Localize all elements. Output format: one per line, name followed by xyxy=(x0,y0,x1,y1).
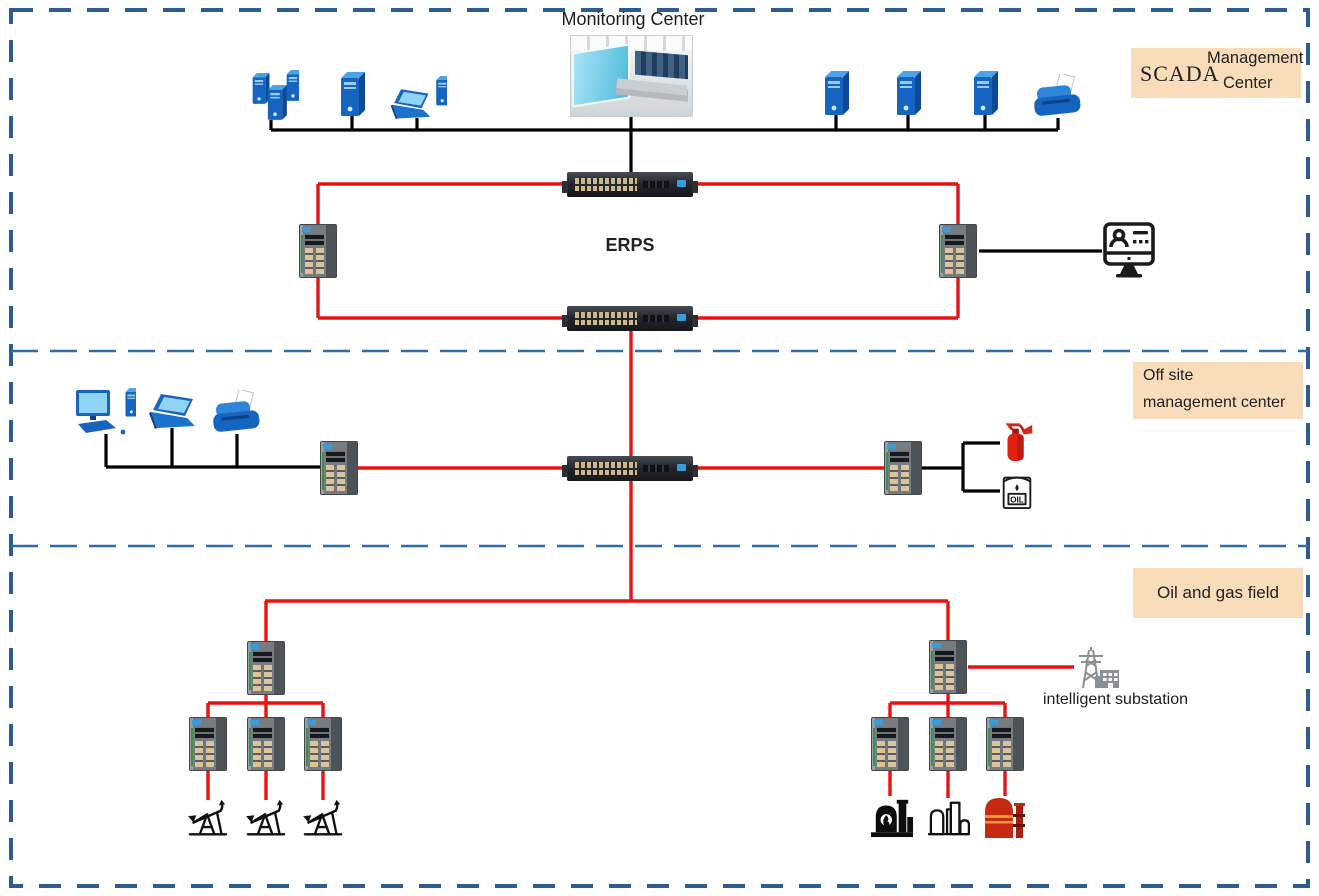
scada-management-center-label: SCADA Management Center xyxy=(1131,48,1304,98)
industrial-switch-icon xyxy=(986,717,1024,771)
industrial-switch-icon xyxy=(939,224,977,278)
industrial-switch-icon xyxy=(929,640,967,694)
rack-switch-icon xyxy=(562,306,698,331)
server-cluster-icon xyxy=(243,70,299,122)
server-tower-icon xyxy=(821,71,851,117)
industrial-switch-icon xyxy=(929,717,967,771)
scada-management-text: Management xyxy=(1207,49,1304,67)
fire-extinguisher-icon xyxy=(1005,423,1033,462)
industrial-switch-icon xyxy=(884,441,922,495)
pump-jack-icon xyxy=(244,799,288,837)
server-tower-icon xyxy=(893,71,923,117)
offsite-line1: Off site xyxy=(1143,367,1194,384)
industrial-switch-icon xyxy=(189,717,227,771)
desktop-pc-icon xyxy=(76,388,136,435)
industrial-switch-icon xyxy=(247,717,285,771)
storage-tank-icon xyxy=(985,798,1025,838)
oil-barrel-text: OIL xyxy=(1010,495,1024,504)
server-tower-icon xyxy=(337,72,367,118)
industrial-switch-icon xyxy=(299,224,337,278)
server-tower-icon xyxy=(970,71,1000,117)
rack-switch-icon xyxy=(562,456,698,481)
user-terminal-icon xyxy=(1103,222,1155,278)
scada-text: SCADA xyxy=(1140,61,1220,86)
industrial-switch-icon xyxy=(871,717,909,771)
monitoring-room-photo xyxy=(570,35,693,117)
printer-icon xyxy=(1030,74,1086,120)
oil-barrel-icon: OIL xyxy=(1002,476,1032,510)
offsite-line2: management center xyxy=(1143,394,1286,411)
laptop-icon xyxy=(147,394,197,430)
offsite-management-center-label: Off site management center xyxy=(1133,362,1303,419)
photo-videowall xyxy=(572,43,631,108)
workstation-icon xyxy=(389,74,447,122)
printer-icon xyxy=(209,390,265,436)
lan-links xyxy=(104,115,1102,493)
outer-dashed-border xyxy=(9,8,1310,888)
monitoring-center-title: Monitoring Center xyxy=(561,9,705,29)
industrial-switch-icon xyxy=(247,641,285,695)
erps-label: ERPS xyxy=(605,235,655,255)
substation-icon xyxy=(1079,647,1119,688)
photo-screens xyxy=(635,50,689,80)
refinery-icon xyxy=(928,801,970,836)
scada-center-text: Center xyxy=(1223,74,1273,92)
rack-switch-icon xyxy=(562,172,698,197)
oil-gas-field-label: Oil and gas field xyxy=(1133,568,1303,618)
field-label-text: Oil and gas field xyxy=(1157,583,1279,602)
industrial-switch-icon xyxy=(304,717,342,771)
pump-jack-icon xyxy=(301,799,345,837)
pump-jack-icon xyxy=(186,799,230,837)
factory-icon xyxy=(871,799,913,838)
industrial-switch-icon xyxy=(320,441,358,495)
intelligent-substation-label: intelligent substation xyxy=(1043,691,1188,708)
